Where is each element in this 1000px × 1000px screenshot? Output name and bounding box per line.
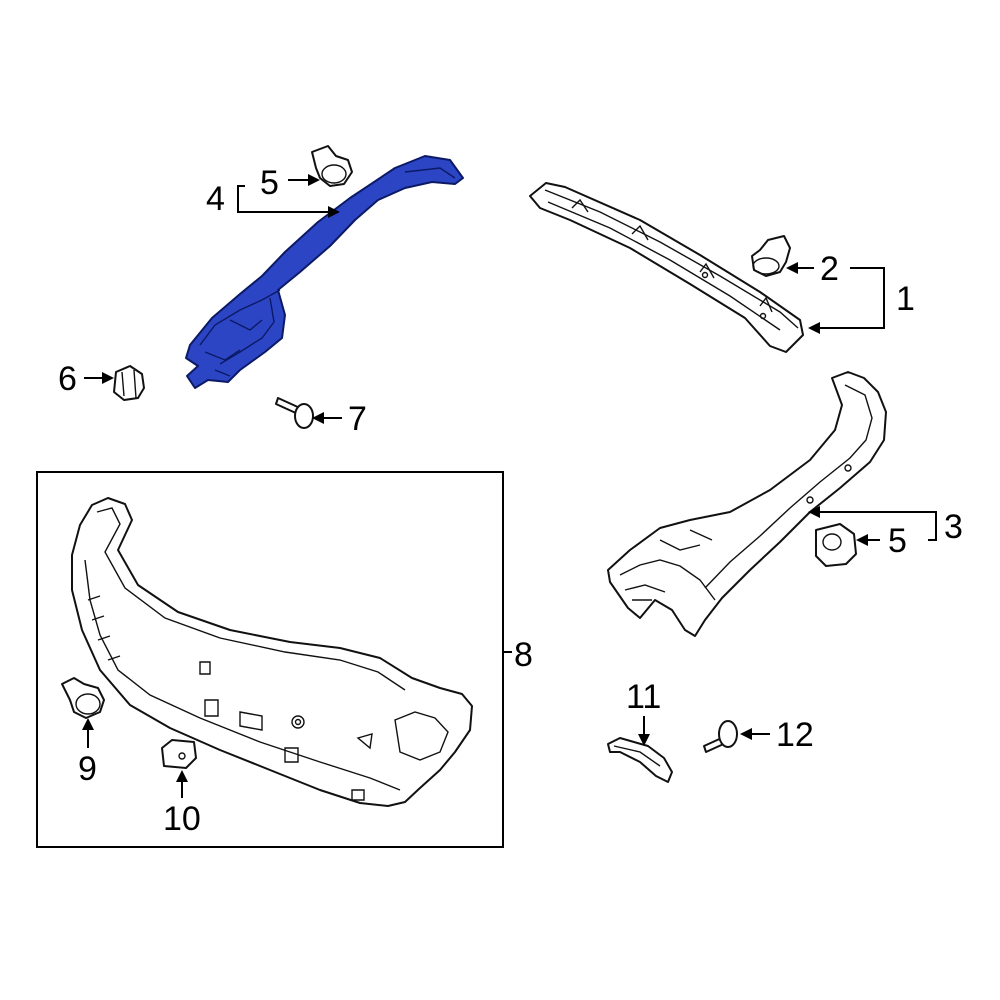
callout-11: 11 xyxy=(626,678,661,716)
callout-5-upper: 5 xyxy=(260,164,279,202)
callout-4: 4 xyxy=(206,180,225,218)
callout-2: 2 xyxy=(820,250,839,288)
callout-8: 8 xyxy=(514,636,533,674)
callout-12: 12 xyxy=(776,716,814,754)
part-6-nut[interactable] xyxy=(113,365,145,401)
part-3-side-pillar-trim[interactable] xyxy=(607,371,887,637)
part-9-clip[interactable] xyxy=(61,677,105,719)
callout-3: 3 xyxy=(944,508,963,546)
callout-labels: 1 2 3 4 5 5 6 7 8 9 10 11 12 xyxy=(58,164,963,838)
callout-1: 1 xyxy=(896,280,915,318)
callout-10: 10 xyxy=(163,800,201,838)
callout-6: 6 xyxy=(58,360,77,398)
callout-5-right: 5 xyxy=(888,522,907,560)
part-7-screw[interactable] xyxy=(275,397,314,429)
part-12-screw[interactable] xyxy=(703,720,738,753)
part-5-clip-upper[interactable] xyxy=(311,145,353,187)
leader-lines xyxy=(82,174,937,798)
part-11-bracket[interactable] xyxy=(607,737,673,783)
part-8-liftgate-trim-panel[interactable] xyxy=(71,497,473,807)
part-8-group-frame xyxy=(36,471,504,848)
part-2-clip[interactable] xyxy=(751,235,791,277)
part-4-pillar-trim-highlighted[interactable] xyxy=(185,155,464,389)
part-1-header-trim[interactable] xyxy=(529,182,804,353)
part-10-pad[interactable] xyxy=(161,739,197,769)
callout-7: 7 xyxy=(348,400,367,438)
callout-9: 9 xyxy=(78,750,97,788)
part-5-grommet-right[interactable] xyxy=(815,523,857,567)
